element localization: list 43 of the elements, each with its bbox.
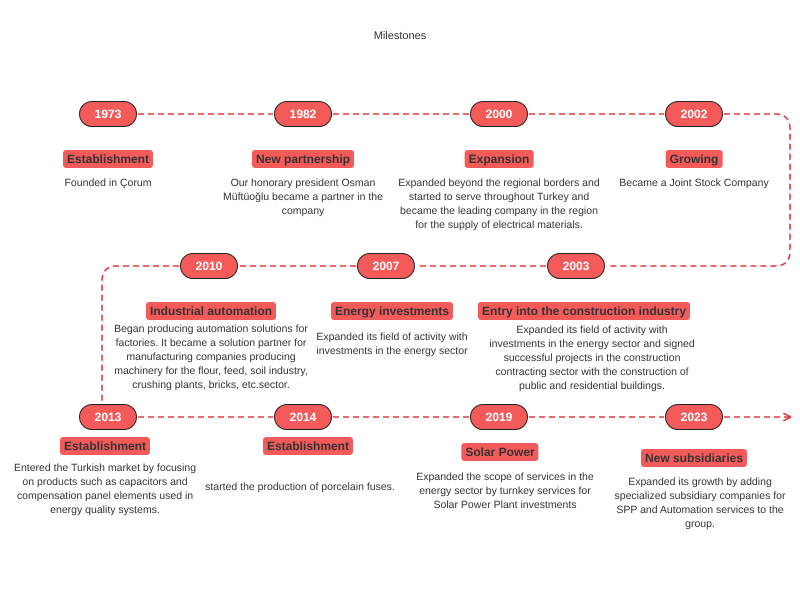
milestone-heading: Growing — [666, 150, 722, 168]
timeline-arrow — [724, 412, 792, 422]
timeline-line — [606, 113, 791, 267]
year-pill: 2019 — [470, 404, 528, 430]
milestone-heading: Establishment — [60, 437, 150, 455]
milestone-heading: Industrial automation — [146, 302, 276, 320]
milestone-heading: Establishment — [62, 150, 154, 168]
milestone-description: Entered the Turkish market by focusing on products such as capacitors and compensation panel elements used in energy quality systems. — [12, 461, 198, 517]
timeline-line — [101, 265, 179, 403]
year-pill: 2010 — [180, 253, 238, 279]
timeline-line — [138, 113, 273, 115]
year-pill: 2002 — [665, 101, 723, 127]
timeline-line — [529, 416, 664, 418]
milestone-description: Founded in Çorum — [64, 176, 152, 190]
milestone-description: started the production of porcelain fuses. — [204, 480, 396, 494]
milestone-heading: Expansion — [464, 150, 534, 168]
milestone-description: Expanded beyond the regional borders and started to serve throughout Turkey and became the leading company in the region for the supply of electrical materials. — [397, 176, 601, 232]
year-pill: 2014 — [274, 404, 332, 430]
timeline-line — [529, 113, 664, 115]
timeline-line — [333, 416, 469, 418]
milestone-description: Expanded its field of activity with investments in the energy sector and signed successful projects in the construction contracting sector with the construction of public and residential buildings. — [488, 323, 696, 393]
year-pill: 1982 — [274, 101, 332, 127]
timeline-line — [239, 265, 356, 267]
milestone-description: Our honorary president Osman Müftüoğlu became a partner in the company — [222, 176, 384, 218]
milestone-description: Expanded the scope of services in the energy sector by turnkey services for Solar Power Plant investments — [415, 470, 595, 512]
timeline-line — [333, 113, 469, 115]
milestone-description: Began producing automation solutions for factories. It became a solution partner for manufacturing companies producing machinery for the flour, feed, soil industry, crushing plants, bricks, etc.sector. — [113, 322, 309, 392]
milestone-heading: Solar Power — [461, 443, 539, 461]
year-pill: 2013 — [79, 404, 137, 430]
year-pill: 2000 — [470, 101, 528, 127]
year-pill: 2023 — [665, 404, 723, 430]
milestone-heading: Establishment — [262, 437, 354, 455]
milestone-heading: Entry into the construction industry — [478, 302, 690, 320]
milestone-heading: New subsidiaries — [640, 449, 748, 467]
timeline-line — [138, 416, 273, 418]
year-pill: 1973 — [79, 101, 137, 127]
year-pill: 2007 — [357, 253, 415, 279]
year-pill: 2003 — [547, 253, 605, 279]
diagram-title: Milestones — [372, 30, 428, 42]
milestone-description: Expanded its growth by adding specialized subsidiary companies for SPP and Automation services to the group. — [614, 475, 786, 531]
milestone-heading: New partnership — [252, 150, 354, 168]
milestone-description: Expanded its field of activity with investments in the energy sector — [315, 330, 469, 358]
milestone-heading: Energy investments — [330, 302, 454, 320]
